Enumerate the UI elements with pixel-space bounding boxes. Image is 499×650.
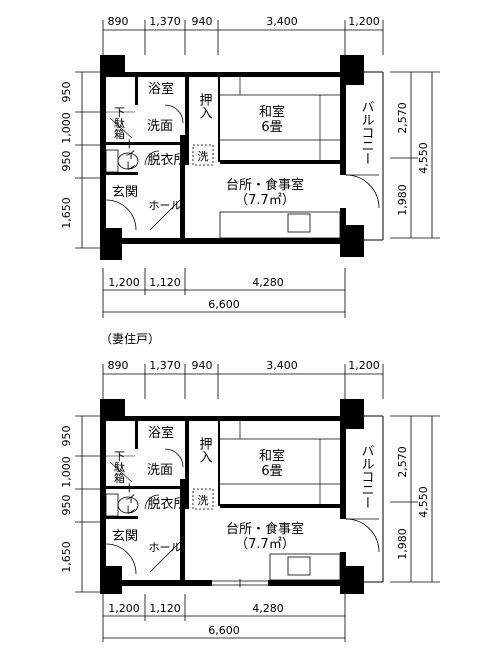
right-dimensions xyxy=(390,415,440,583)
room-japanese: 和室 xyxy=(259,448,285,464)
ceiling-line xyxy=(106,111,135,139)
right-dim-1: 2,570 xyxy=(396,102,409,134)
top-dimensions xyxy=(102,20,384,55)
room-dressing: 脱衣所 xyxy=(147,152,186,168)
room-toilet: トイレ xyxy=(124,138,137,171)
walls xyxy=(100,55,364,260)
room-bath: 浴室 xyxy=(148,425,174,441)
right-dim-1: 2,570 xyxy=(396,446,409,478)
top-dim-2: 1,370 xyxy=(149,15,181,28)
washer-label: 洗 xyxy=(198,494,209,507)
room-kitchen-size: （7.7㎡） xyxy=(235,537,295,552)
right-dim-2: 1,980 xyxy=(396,184,409,216)
left-dim-2: 1,000 xyxy=(60,112,73,144)
room-closet: 押入 xyxy=(197,93,213,119)
bottom-dim-3: 4,280 xyxy=(252,276,284,289)
kitchen-counter xyxy=(219,211,341,239)
room-shoe-box: 下駄箱 xyxy=(113,451,126,485)
top-dimensions xyxy=(102,364,384,399)
room-japanese-size: 6畳 xyxy=(261,120,282,135)
top-dim-4: 3,400 xyxy=(266,359,298,372)
bottom-dim-2: 1,120 xyxy=(149,602,181,615)
left-dim-4: 1,650 xyxy=(60,541,73,573)
room-balcony: バルコニー xyxy=(359,100,375,165)
doors xyxy=(105,448,380,575)
right-dimensions xyxy=(390,71,440,239)
room-hall: ホール xyxy=(149,199,182,212)
floor-plan-end-unit: 890 1,370 940 3,400 1,200 950 1,000 950 … xyxy=(60,359,440,642)
left-dimensions xyxy=(75,71,100,249)
ceiling-line xyxy=(106,455,135,483)
toilet-fixture xyxy=(105,149,139,173)
tatami-lines xyxy=(220,77,340,160)
room-kitchen-dining: 台所・食事室 xyxy=(226,177,304,193)
top-dim-1: 890 xyxy=(108,15,129,28)
left-dim-2: 1,000 xyxy=(60,456,73,488)
balcony-rail xyxy=(364,415,384,583)
tatami-lines xyxy=(220,421,340,504)
room-washroom: 洗面 xyxy=(147,119,173,134)
room-shoe-box: 下駄箱 xyxy=(113,107,126,141)
bottom-dim-1: 1,200 xyxy=(108,602,140,615)
washer-label: 洗 xyxy=(198,150,209,163)
window xyxy=(212,579,268,587)
left-dim-4: 1,650 xyxy=(60,197,73,229)
caption-end-unit: （妻住戸） xyxy=(100,332,160,346)
room-dressing: 脱衣所 xyxy=(147,496,186,512)
room-toilet: トイレ xyxy=(124,482,137,515)
bottom-dim-total: 6,600 xyxy=(208,298,240,311)
floor-plan-standard: 890 1,370 940 3,400 1,200 950 1,000 950 … xyxy=(60,15,440,318)
bottom-dim-3: 4,280 xyxy=(252,602,284,615)
room-entrance: 玄関 xyxy=(112,185,138,200)
doors xyxy=(105,104,380,231)
right-dim-2: 1,980 xyxy=(396,528,409,560)
top-dim-3: 940 xyxy=(192,359,213,372)
room-balcony: バルコニー xyxy=(359,444,375,509)
room-closet: 押入 xyxy=(197,437,213,463)
room-japanese: 和室 xyxy=(259,104,285,120)
top-dim-5: 1,200 xyxy=(348,359,380,372)
room-kitchen-size: （7.7㎡） xyxy=(235,193,295,208)
bottom-dimensions xyxy=(102,594,346,642)
toilet-fixture xyxy=(105,493,139,517)
left-dim-3: 950 xyxy=(60,151,73,172)
left-dim-1: 950 xyxy=(60,426,73,447)
bottom-dim-2: 1,120 xyxy=(149,276,181,289)
right-dim-total: 4,550 xyxy=(417,142,430,174)
top-dim-3: 940 xyxy=(192,15,213,28)
top-dim-5: 1,200 xyxy=(348,15,380,28)
room-washroom: 洗面 xyxy=(147,463,173,478)
left-dimensions xyxy=(75,415,100,593)
left-dim-1: 950 xyxy=(60,82,73,103)
balcony-rail xyxy=(364,71,384,241)
right-dim-total: 4,550 xyxy=(417,486,430,518)
room-entrance: 玄関 xyxy=(112,529,138,544)
room-japanese-size: 6畳 xyxy=(261,464,282,479)
top-dim-1: 890 xyxy=(108,359,129,372)
room-kitchen-dining: 台所・食事室 xyxy=(226,521,304,537)
left-dim-3: 950 xyxy=(60,495,73,516)
kitchen-counter xyxy=(269,553,341,581)
room-bath: 浴室 xyxy=(148,81,174,97)
bottom-dimensions xyxy=(102,268,346,318)
top-dim-2: 1,370 xyxy=(149,359,181,372)
bottom-dim-1: 1,200 xyxy=(108,276,140,289)
room-hall: ホール xyxy=(149,541,182,554)
bottom-dim-total: 6,600 xyxy=(208,624,240,637)
walls xyxy=(100,399,364,594)
top-dim-4: 3,400 xyxy=(266,15,298,28)
